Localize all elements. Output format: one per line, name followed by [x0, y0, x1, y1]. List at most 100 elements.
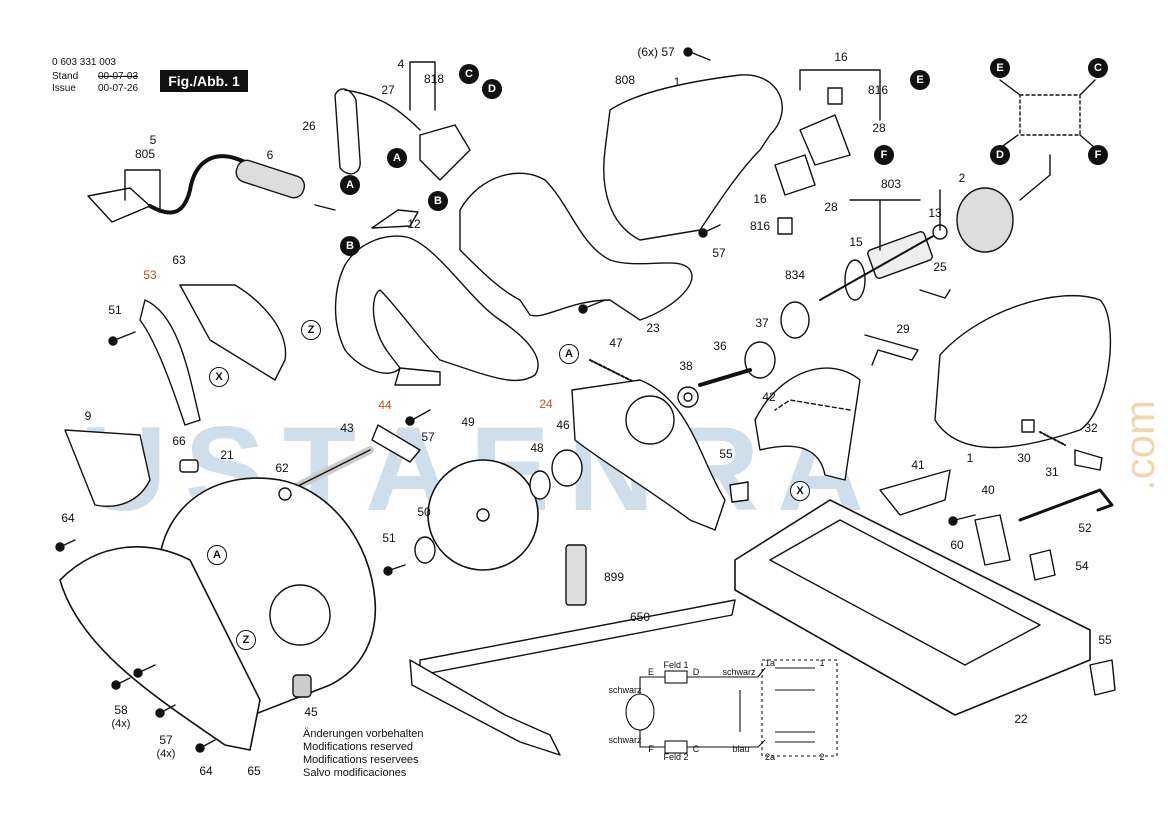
part-label: 58: [114, 703, 128, 717]
ref-d: D: [482, 79, 502, 99]
wire-label-schwarz: schwarz: [608, 685, 642, 695]
part-label: 4: [397, 57, 405, 71]
terminal-2a: 2a: [764, 752, 776, 762]
part-label: (4x): [111, 718, 131, 730]
part-label: 816: [867, 83, 889, 97]
part-label: 2: [958, 171, 966, 185]
ref-f: F: [874, 145, 894, 165]
ref-b: B: [340, 236, 360, 256]
part-label: 28: [824, 200, 838, 214]
part-label: 62: [275, 461, 289, 475]
part-label: 55: [1098, 633, 1112, 647]
part-label: 40: [981, 483, 995, 497]
part-label: 49: [461, 415, 475, 429]
part-label: 57: [159, 733, 173, 747]
part-label: 13: [928, 206, 942, 220]
ref-z: Z: [236, 630, 256, 650]
part-label: 32: [1084, 421, 1098, 435]
terminal-1a: 1a: [764, 658, 776, 668]
part-label: 27: [381, 83, 395, 97]
part-label: 6: [266, 148, 274, 162]
part-label: 23: [646, 321, 660, 335]
ref-a: A: [207, 545, 227, 565]
part-label: 26: [302, 119, 316, 133]
part-label: 45: [304, 705, 318, 719]
wire-label-blau: blau: [732, 744, 750, 754]
issue-label: Issue: [52, 83, 76, 94]
part-label: 25: [933, 260, 947, 274]
part-label: 15: [849, 235, 863, 249]
part-label: 65: [247, 764, 261, 778]
wire-label-f: F: [648, 744, 654, 754]
ref-c: C: [1088, 58, 1108, 78]
ref-a: A: [559, 344, 579, 364]
part-label: 899: [603, 570, 625, 584]
wire-label-d: D: [692, 667, 700, 677]
note-fr: Modifications reservees: [303, 754, 419, 766]
part-label: 818: [423, 72, 445, 86]
issue-date: 00-07-26: [98, 83, 139, 94]
part-label: 37: [755, 316, 769, 330]
note-de: Änderungen vorbehalten: [303, 728, 424, 740]
ref-x: X: [209, 367, 229, 387]
part-label: 41: [911, 458, 925, 472]
part-label: (6x) 57: [637, 45, 675, 59]
part-label: 1: [673, 75, 681, 89]
ref-e: E: [910, 70, 930, 90]
ref-x: X: [790, 481, 810, 501]
part-label: 52: [1078, 521, 1092, 535]
note-en: Modifications reserved: [303, 741, 414, 753]
ref-d: D: [990, 145, 1010, 165]
wire-label-c: C: [692, 744, 700, 754]
part-label: 16: [753, 192, 767, 206]
part-label: 50: [417, 505, 431, 519]
note-es: Salvo modificaciones: [303, 767, 407, 779]
terminal-2: 2: [819, 752, 825, 762]
part-label: 60: [950, 538, 964, 552]
part-label: 38: [679, 359, 693, 373]
ref-c: C: [459, 64, 479, 84]
part-label: 63: [172, 253, 186, 267]
part-label: 46: [556, 418, 570, 432]
part-label: 803: [880, 177, 902, 191]
wire-label-schwarz: schwarz: [608, 735, 642, 745]
ref-b: B: [428, 191, 448, 211]
ref-f: F: [1088, 145, 1108, 165]
ref-e: E: [990, 58, 1010, 78]
ref-a: A: [340, 175, 360, 195]
part-label: 24: [539, 397, 553, 411]
wire-label-feld1: Feld 1: [663, 660, 689, 670]
ref-a: A: [387, 148, 407, 168]
wire-label-e: E: [647, 667, 655, 677]
part-label: 64: [199, 764, 213, 778]
part-label: 44: [378, 398, 392, 412]
part-label: 808: [614, 73, 636, 87]
part-label: 21: [220, 448, 234, 462]
part-label: 30: [1017, 451, 1031, 465]
part-number: 0 603 331 003: [52, 57, 116, 68]
part-label: 29: [896, 322, 910, 336]
figure-label: Fig./Abb. 1: [160, 70, 248, 92]
stand-label: Stand: [52, 71, 79, 82]
part-label: 816: [749, 219, 771, 233]
part-label: 51: [108, 303, 122, 317]
terminal-1: 1: [819, 658, 825, 668]
wire-label-feld2: Feld 2: [663, 752, 689, 762]
ref-z: Z: [301, 320, 321, 340]
part-label: 31: [1045, 465, 1059, 479]
part-label: 54: [1075, 559, 1089, 573]
part-label: 64: [61, 511, 75, 525]
part-label: 53: [143, 268, 157, 282]
part-label: 9: [84, 409, 92, 423]
part-label: 47: [609, 336, 623, 350]
part-label: 48: [530, 441, 544, 455]
part-label: 650: [629, 610, 651, 624]
part-label: 57: [421, 430, 435, 444]
part-label: 55: [719, 447, 733, 461]
part-label: 51: [382, 531, 396, 545]
part-label: 42: [762, 390, 776, 404]
part-label: 805: [134, 147, 156, 161]
wire-label-schwarz: schwarz: [722, 667, 756, 677]
